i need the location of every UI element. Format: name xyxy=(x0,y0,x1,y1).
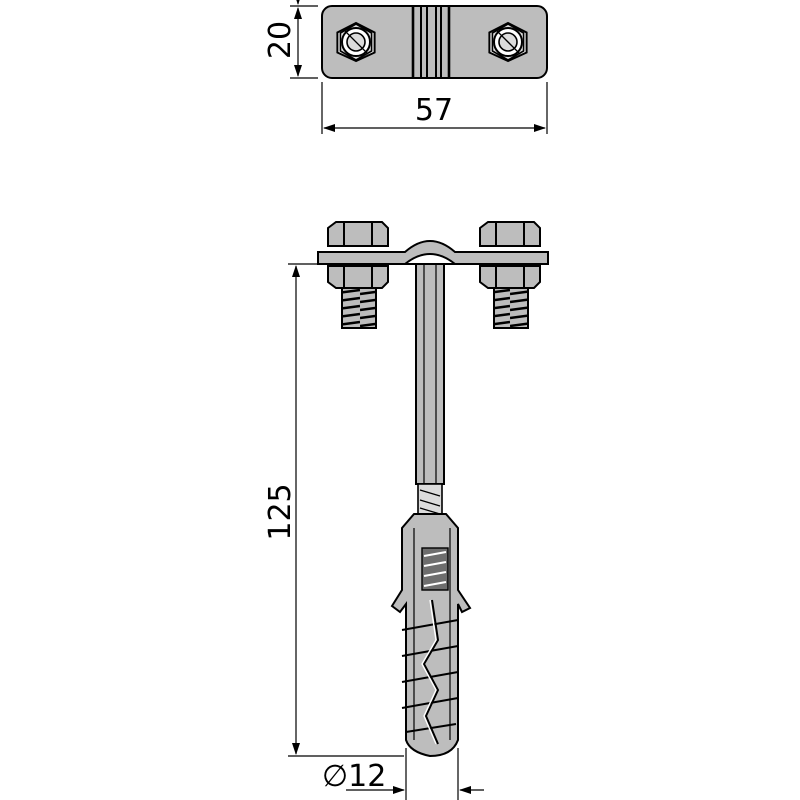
dimension-width xyxy=(321,82,548,134)
hex-nut-right-top xyxy=(488,21,528,63)
top-view: 20 57 xyxy=(263,0,548,134)
dimension-diameter xyxy=(346,748,484,800)
side-view: 125 ∅12 xyxy=(263,221,549,800)
hex-nut-right-lower xyxy=(479,265,541,289)
wall-plug xyxy=(390,513,472,758)
threaded-stud-right xyxy=(493,281,529,329)
dim-label-diameter: ∅12 xyxy=(322,759,386,794)
dimension-length xyxy=(288,263,404,757)
diameter-symbol: ∅ xyxy=(322,759,348,794)
dim-label-width: 57 xyxy=(415,93,453,128)
threaded-stud-left xyxy=(341,281,377,329)
hex-nut-left-upper xyxy=(327,221,389,247)
diameter-value: 12 xyxy=(348,759,386,794)
hex-nut-left-lower xyxy=(327,265,389,289)
saddle-ribs xyxy=(411,6,451,78)
dim-label-height: 20 xyxy=(263,21,298,59)
hex-nut-right-upper xyxy=(479,221,541,247)
hex-nut-left-top xyxy=(336,21,376,63)
dimension-height xyxy=(290,0,318,79)
dim-label-length: 125 xyxy=(263,483,298,540)
support-rod xyxy=(415,263,445,515)
top-plate xyxy=(321,5,548,79)
